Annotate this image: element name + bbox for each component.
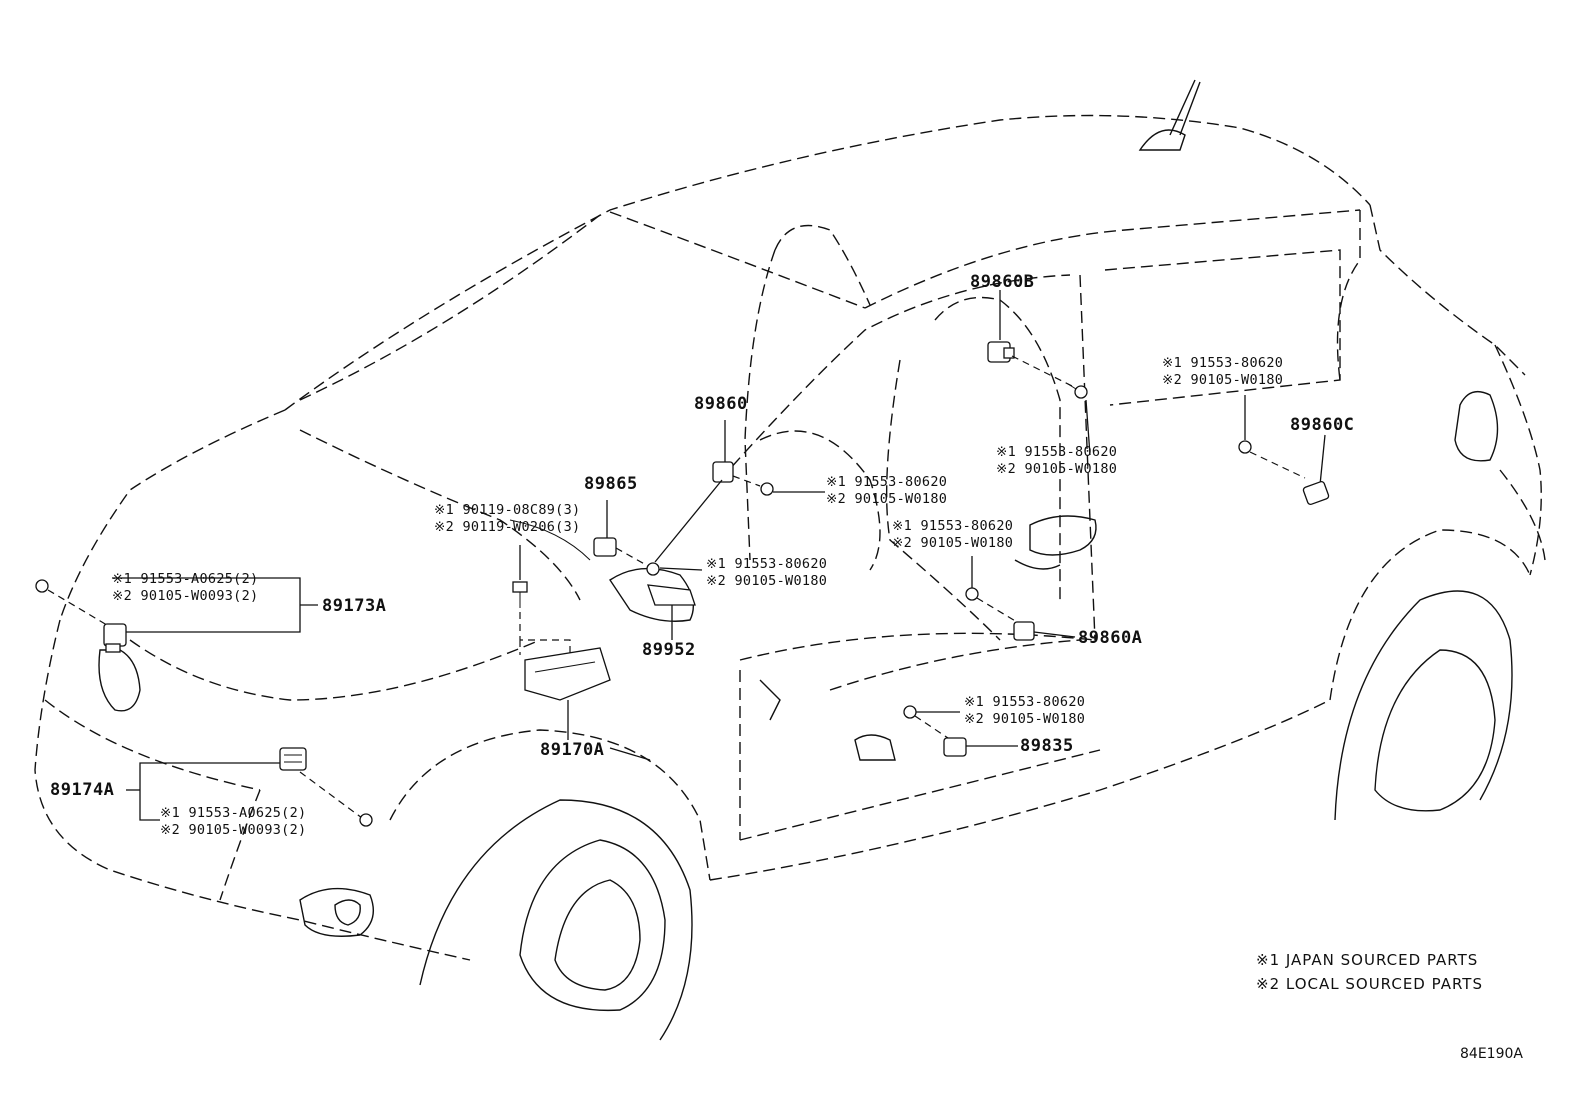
part-89174a-label: 89174A bbox=[50, 780, 115, 800]
fastener-line: ※2 90105-W0180 bbox=[706, 573, 828, 589]
fastener-line: ※1 91553-80620 bbox=[996, 444, 1118, 460]
fastener-line: ※1 91553-80620 bbox=[706, 556, 828, 572]
fastener-line: ※2 90105-W0180 bbox=[996, 461, 1118, 477]
fastener-line: ※2 90105-W0093(2) bbox=[160, 822, 307, 838]
bolt-icon bbox=[760, 482, 774, 496]
fastener-line: ※1 90119-08C89(3) bbox=[434, 502, 581, 518]
part-89860c-label: 89860C bbox=[1290, 415, 1355, 435]
part-89865-label: 89865 bbox=[584, 474, 638, 494]
fastener-line: ※2 90105-W0180 bbox=[826, 491, 948, 507]
part-89952-label: 89952 bbox=[642, 640, 696, 660]
sensor-icon bbox=[712, 461, 734, 483]
part-89860b-label: 89860B bbox=[970, 272, 1035, 292]
sensor-icon bbox=[943, 737, 967, 757]
bolt-icon bbox=[512, 581, 528, 608]
sensor-icon bbox=[987, 341, 1015, 363]
airbag-ecu-icon bbox=[524, 647, 611, 701]
sensor-icon bbox=[279, 747, 307, 771]
fastener-line: ※2 90105-W0180 bbox=[1162, 372, 1284, 388]
fastener-rear-upper: ※1 91553-80620 ※2 90105-W0180 bbox=[1162, 355, 1283, 389]
part-89835-label: 89835 bbox=[1020, 736, 1074, 756]
fastener-a-pillar: ※1 91553-80620 ※2 90105-W0180 bbox=[826, 474, 947, 508]
fastener-line: ※1 91553-80620 bbox=[892, 518, 1014, 534]
bolt-icon bbox=[359, 813, 373, 827]
fastener-front-left: ※1 91553-A0625(2) ※2 90105-W0093(2) bbox=[112, 571, 258, 605]
bolt-icon bbox=[1238, 440, 1252, 454]
fastener-line: ※1 91553-80620 bbox=[1162, 355, 1284, 371]
fastener-line: ※1 91553-A0625(2) bbox=[112, 571, 259, 587]
bolt-icon bbox=[965, 587, 979, 601]
fastener-door-mid: ※1 91553-80620 ※2 90105-W0180 bbox=[892, 518, 1013, 552]
fastener-line: ※2 90105-W0093(2) bbox=[112, 588, 259, 604]
legend: ※1 JAPAN SOURCED PARTS ※2 LOCAL SOURCED … bbox=[1256, 948, 1483, 996]
fastener-floor: ※1 91553-80620 ※2 90105-W0180 bbox=[964, 694, 1085, 728]
fastener-b-pillar: ※1 91553-80620 ※2 90105-W0180 bbox=[996, 444, 1117, 478]
fastener-ecu: ※1 90119-08C89(3) ※2 90119-W0206(3) bbox=[434, 502, 580, 536]
fastener-line: ※1 91553-A0625(2) bbox=[160, 805, 307, 821]
part-89170a-label: 89170A bbox=[540, 740, 605, 760]
fastener-tunnel: ※1 91553-80620 ※2 90105-W0180 bbox=[706, 556, 827, 590]
fastener-front-right: ※1 91553-A0625(2) ※2 90105-W0093(2) bbox=[160, 805, 306, 839]
bolt-icon bbox=[903, 705, 917, 719]
fastener-line: ※1 91553-80620 bbox=[826, 474, 948, 490]
diagram-code: 84E190A bbox=[1460, 1046, 1523, 1062]
fastener-line: ※2 90119-W0206(3) bbox=[434, 519, 581, 535]
sensor-icon bbox=[1013, 621, 1035, 641]
bolt-icon bbox=[35, 579, 49, 593]
part-89860a-label: 89860A bbox=[1078, 628, 1143, 648]
sensor-icon bbox=[593, 537, 617, 557]
bolt-icon bbox=[646, 562, 660, 576]
part-89173a-label: 89173A bbox=[322, 596, 387, 616]
sensor-icon bbox=[1302, 480, 1330, 506]
legend-japan: ※1 JAPAN SOURCED PARTS bbox=[1256, 951, 1479, 969]
fastener-line: ※2 90105-W0180 bbox=[892, 535, 1014, 551]
sensor-icon bbox=[647, 584, 696, 606]
fastener-line: ※2 90105-W0180 bbox=[964, 711, 1086, 727]
part-89860-label: 89860 bbox=[694, 394, 748, 414]
sensor-icon bbox=[103, 623, 127, 653]
legend-local: ※2 LOCAL SOURCED PARTS bbox=[1256, 975, 1483, 993]
fastener-line: ※1 91553-80620 bbox=[964, 694, 1086, 710]
bolt-icon bbox=[1067, 383, 1088, 399]
